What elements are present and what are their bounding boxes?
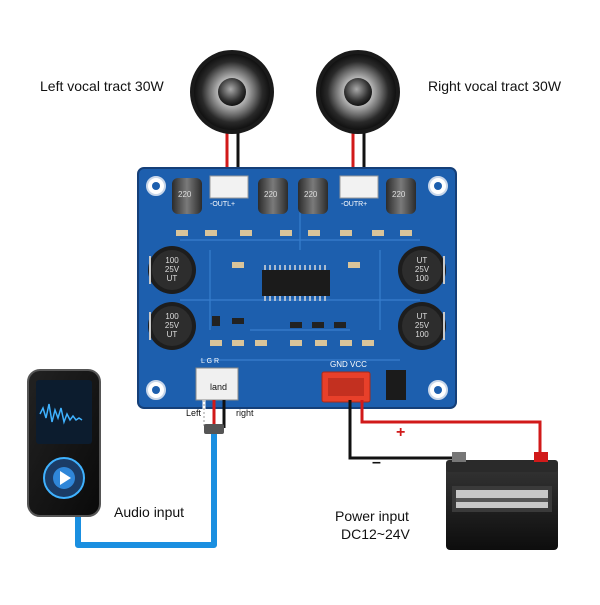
big-cap-tr-value: 100 [415, 274, 429, 283]
small-capacitors [172, 178, 416, 214]
battery [446, 452, 558, 550]
diode [386, 370, 406, 400]
power-wires [348, 400, 542, 460]
battery-negative-terminal [452, 452, 466, 462]
right-speaker [316, 50, 400, 134]
audio-input-label: Audio input [114, 504, 185, 520]
big-cap-bl-voltage: 25V [164, 321, 180, 330]
cap-label-2: 220 [264, 190, 278, 199]
positive-polarity-sign: + [396, 424, 406, 441]
big-cap-label-tr: UT 25V 100 [410, 256, 434, 283]
left-speaker-label: Left vocal tract 30W [40, 78, 164, 94]
right-speaker-label: Right vocal tract 30W [428, 78, 562, 94]
media-player [27, 369, 101, 517]
amplifier-ic [262, 265, 330, 301]
big-cap-tl-brand: UT [166, 274, 178, 283]
audio-right-label: right [236, 408, 254, 418]
power-voltage-label: DC12~24V [341, 526, 410, 542]
big-cap-bl-brand: UT [166, 330, 178, 339]
big-cap-label-br: UT 25V 100 [410, 312, 434, 339]
big-cap-label-bl: 100 25V UT [160, 312, 184, 339]
cap-label-1: 220 [178, 190, 192, 199]
big-cap-br-voltage: 25V [414, 321, 430, 330]
big-cap-tr-voltage: 25V [414, 265, 430, 274]
power-input-label: Power input [335, 508, 409, 524]
cap-label-3: 220 [304, 190, 318, 199]
audio-input-header [195, 367, 239, 401]
left-speaker [190, 50, 274, 134]
big-cap-tl-voltage: 25V [164, 265, 180, 274]
big-cap-tr-brand: UT [416, 256, 428, 265]
big-cap-bl-value: 100 [165, 312, 179, 321]
right-output-terminal [339, 175, 379, 199]
large-capacitors [148, 246, 446, 350]
left-output-silk: -OUTL+ [210, 201, 236, 208]
left-output-terminal [209, 175, 249, 199]
big-cap-tl-value: 100 [165, 256, 179, 265]
input-header-silk: L G R [201, 358, 220, 365]
negative-polarity-sign: – [372, 454, 381, 471]
battery-positive-terminal [534, 452, 548, 462]
big-cap-label-tl: 100 25V UT [160, 256, 184, 283]
big-cap-br-brand: UT [416, 312, 428, 321]
right-output-silk: -OUTR+ [341, 201, 368, 208]
power-header-silk: GND VCC [330, 360, 367, 369]
audio-input-wires [75, 400, 226, 548]
audio-ground-label: land [210, 382, 228, 392]
cap-label-4: 220 [392, 190, 406, 199]
big-cap-br-value: 100 [415, 330, 429, 339]
amplifier-board [137, 167, 457, 409]
audio-left-label: Left [186, 408, 202, 418]
